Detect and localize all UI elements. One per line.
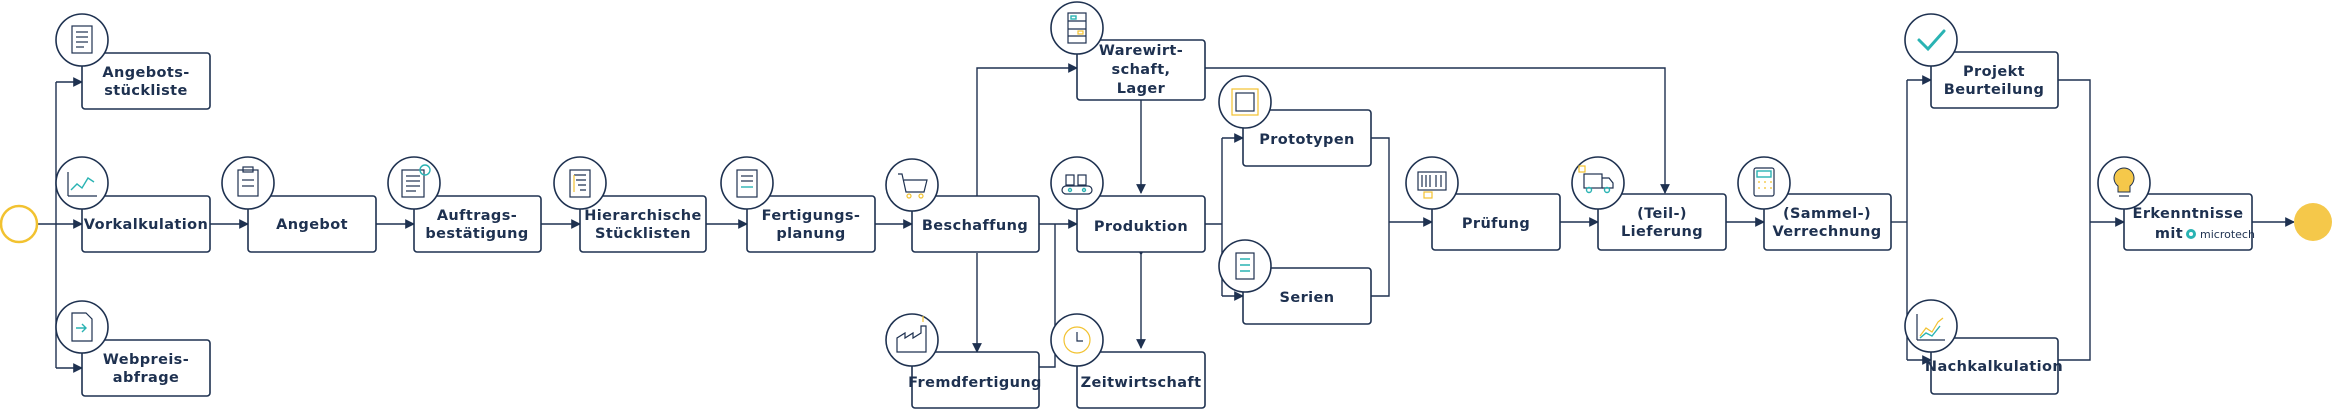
shopping-cart-icon bbox=[885, 158, 939, 212]
node-erkenntnisse: Erkenntnisse mit microtech bbox=[2123, 193, 2255, 251]
node-prototypen: Prototypen bbox=[1242, 109, 1372, 167]
node-label: Lager bbox=[1117, 81, 1166, 97]
node-label: Produktion bbox=[1094, 219, 1188, 235]
node-label: Warewirt- bbox=[1099, 43, 1183, 59]
node-sammel-verrechnung: (Sammel-) Verrechnung bbox=[1763, 193, 1892, 251]
node-angebot: Angebot bbox=[247, 195, 377, 253]
node-label: Beurteilung bbox=[1944, 82, 2045, 98]
node-warewirtschaft-lager: Warewirt- schaft, Lager bbox=[1076, 39, 1206, 101]
node-webpreisabfrage: Webpreis- abfrage bbox=[81, 339, 211, 397]
document-icon bbox=[55, 13, 109, 67]
chip-icon bbox=[1218, 75, 1272, 129]
calculator-icon bbox=[1737, 156, 1791, 210]
factory-icon bbox=[885, 313, 939, 367]
node-label: Angebots- bbox=[102, 65, 189, 81]
microtech-logo-icon bbox=[2186, 229, 2196, 239]
rising-chart-icon bbox=[1904, 299, 1958, 353]
web-document-icon bbox=[55, 300, 109, 354]
node-teil-lieferung: (Teil-) Lieferung bbox=[1597, 193, 1727, 251]
node-angebotsstueckliste: Angebots- stückliste bbox=[81, 52, 211, 110]
node-label: (Teil-) bbox=[1637, 206, 1687, 222]
brand-name: microtech bbox=[2200, 228, 2255, 241]
start-circle bbox=[0, 204, 39, 244]
node-zeitwirtschaft: Zeitwirtschaft bbox=[1076, 351, 1206, 409]
node-label: Fertigungs- bbox=[762, 208, 861, 224]
planning-document-icon bbox=[720, 156, 774, 210]
node-nachkalkulation: Nachkalkulation bbox=[1925, 337, 2063, 395]
node-label: Lieferung bbox=[1621, 224, 1703, 240]
node-label: Beschaffung bbox=[922, 218, 1028, 234]
clipboard-icon bbox=[221, 156, 275, 210]
node-pruefung: Prüfung bbox=[1431, 193, 1561, 251]
node-label: Hierarchische bbox=[584, 208, 702, 224]
node-label: mit bbox=[2155, 226, 2183, 242]
node-label: Erkenntnisse bbox=[2133, 206, 2244, 222]
node-label: Prüfung bbox=[1462, 216, 1530, 232]
conveyor-belt-icon bbox=[1050, 156, 1104, 210]
node-label: (Sammel-) bbox=[1783, 206, 1871, 222]
node-beschaffung: Beschaffung bbox=[911, 195, 1040, 253]
connectors bbox=[38, 63, 2295, 373]
circuit-board-icon bbox=[1218, 239, 1272, 293]
node-fertigungsplanung: Fertigungs- planung bbox=[746, 195, 876, 253]
node-label: Angebot bbox=[276, 217, 348, 233]
hierarchy-list-icon bbox=[553, 156, 607, 210]
node-projekt-beurteilung: Projekt Beurteilung bbox=[1930, 51, 2059, 109]
node-label: Webpreis- bbox=[103, 352, 189, 368]
checkmark-icon bbox=[1904, 13, 1958, 67]
chart-icon bbox=[55, 156, 109, 210]
barcode-test-icon bbox=[1405, 156, 1459, 210]
node-label: Stücklisten bbox=[595, 226, 691, 242]
node-label: bestätigung bbox=[425, 226, 528, 242]
node-vorkalkulation: Vorkalkulation bbox=[81, 195, 211, 253]
warehouse-shelf-icon bbox=[1050, 1, 1104, 55]
node-label: Auftrags- bbox=[437, 208, 517, 224]
node-label: planung bbox=[776, 226, 845, 242]
checklist-icon bbox=[387, 156, 441, 210]
node-label: abfrage bbox=[113, 370, 179, 386]
end-circle bbox=[2294, 203, 2332, 241]
node-serien: Serien bbox=[1242, 267, 1372, 325]
node-label: Prototypen bbox=[1259, 132, 1355, 148]
node-label: Vorkalkulation bbox=[84, 217, 208, 233]
lightbulb-icon bbox=[2097, 156, 2151, 210]
node-produktion: Produktion bbox=[1076, 195, 1206, 253]
node-label: Fremdfertigung bbox=[908, 375, 1042, 391]
delivery-truck-icon bbox=[1571, 156, 1625, 210]
node-label: Serien bbox=[1280, 290, 1335, 306]
node-label: stückliste bbox=[104, 83, 187, 99]
node-auftragsbestaetigung: Auftrags- bestätigung bbox=[413, 195, 542, 253]
clock-icon bbox=[1050, 313, 1104, 367]
node-label: Projekt bbox=[1963, 64, 2025, 80]
node-fremdfertigung: Fremdfertigung bbox=[908, 351, 1042, 409]
node-hierarchische-stuecklisten: Hierarchische Stücklisten bbox=[579, 195, 707, 253]
node-label: Nachkalkulation bbox=[1925, 359, 2063, 375]
node-label: Verrechnung bbox=[1772, 224, 1881, 240]
node-label: schaft, bbox=[1112, 62, 1171, 78]
node-label: Zeitwirtschaft bbox=[1081, 375, 1202, 391]
